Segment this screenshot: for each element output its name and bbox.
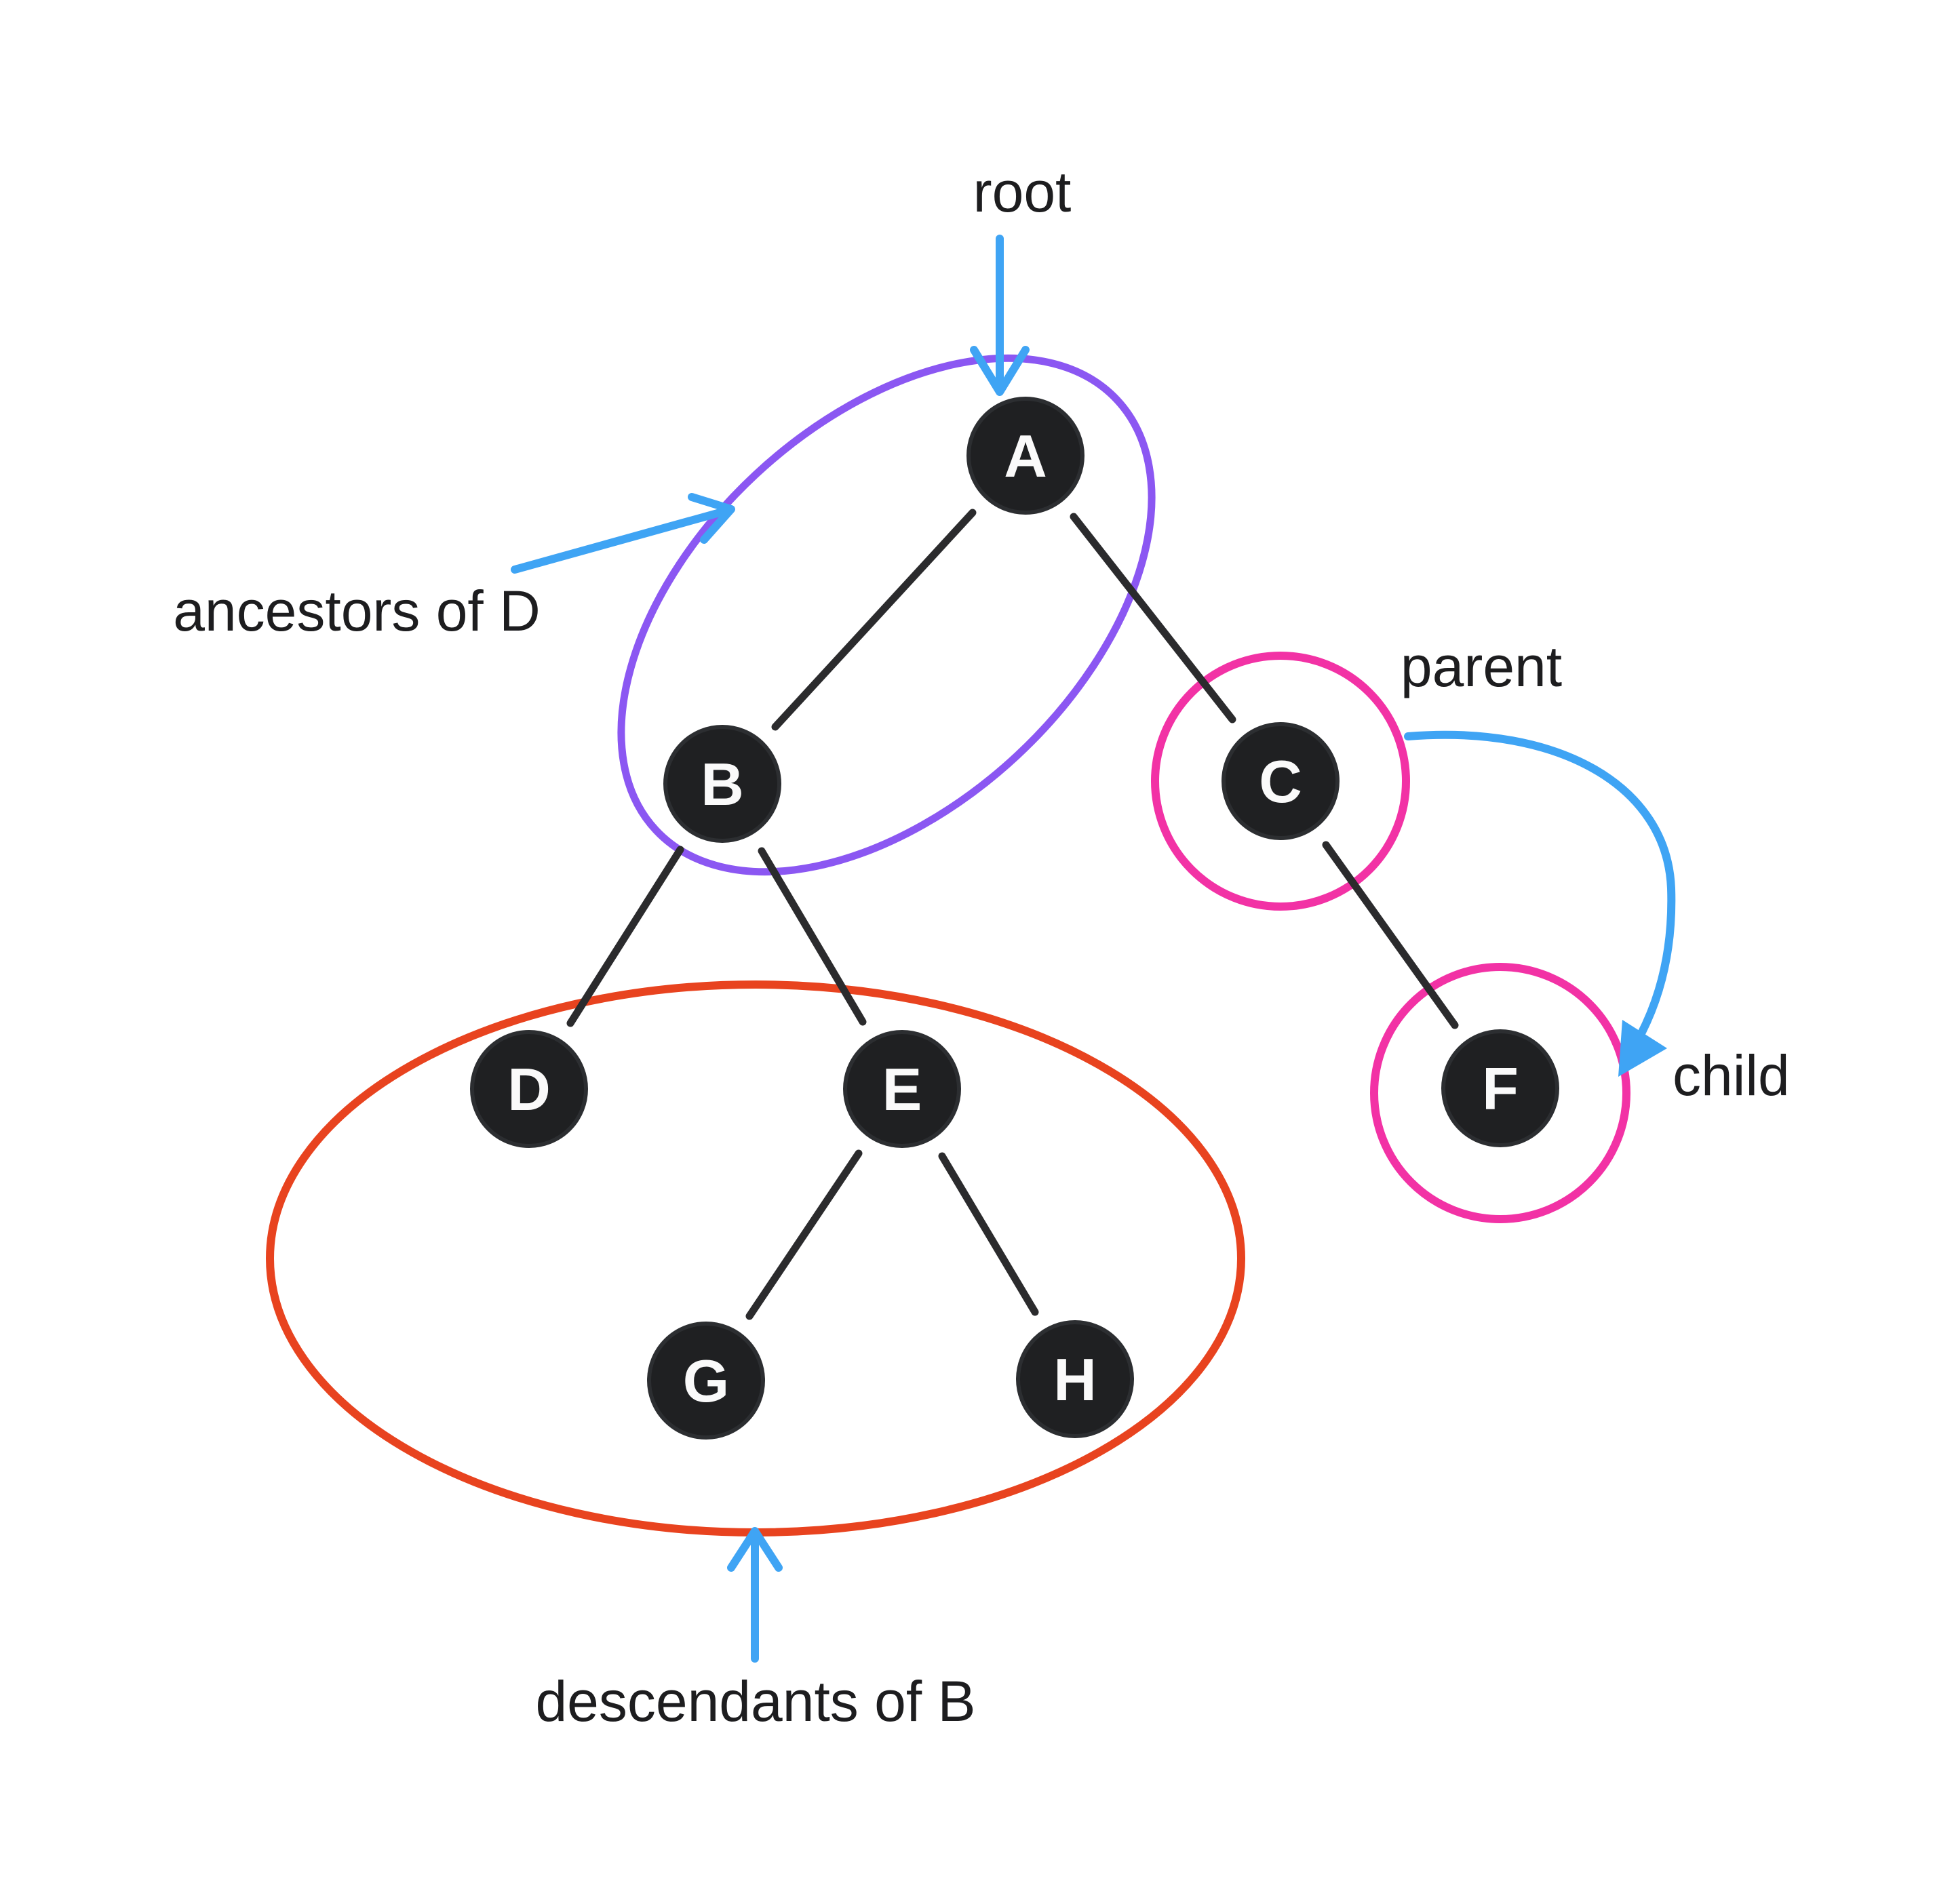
parent-child-arrow	[1404, 730, 1676, 1077]
annotation-arrows	[511, 235, 1676, 1663]
node-g-circle	[647, 1322, 765, 1440]
node-h-circle	[1016, 1320, 1134, 1438]
node-b-circle	[663, 725, 781, 843]
node-a-circle	[966, 397, 1085, 515]
node-c-label: C	[1259, 748, 1302, 815]
tree-node-b: B	[663, 725, 781, 843]
edge-b-d	[566, 846, 684, 1027]
edge-b-e	[758, 847, 867, 1026]
node-f-circle	[1441, 1029, 1559, 1147]
annotation-labels: root ancestors of D parent child descend…	[173, 160, 1790, 1733]
tree-node-f: F	[1441, 1029, 1559, 1147]
edge-a-c	[1070, 513, 1236, 723]
parent-circle	[1151, 652, 1410, 911]
child-label: child	[1673, 1044, 1790, 1107]
edge-e-g	[745, 1149, 863, 1320]
tree-node-h: H	[1016, 1320, 1134, 1438]
edge-c-f	[1322, 841, 1459, 1029]
tree-node-g: G	[647, 1322, 765, 1440]
descendants-arrowhead-icon	[727, 1527, 783, 1572]
root-arrowhead-icon	[970, 346, 1030, 396]
tree-node-c: C	[1222, 722, 1340, 840]
node-e-circle	[843, 1030, 961, 1148]
ancestors-arrow	[511, 493, 735, 574]
node-b-label: B	[701, 751, 744, 818]
tree-node-d: D	[470, 1030, 588, 1148]
child-circle	[1370, 963, 1630, 1223]
node-d-circle	[470, 1030, 588, 1148]
edge-a-b	[771, 509, 977, 731]
root-arrow	[970, 235, 1030, 396]
node-c-circle	[1222, 722, 1340, 840]
ancestors-ellipse	[617, 354, 1156, 876]
parent-label: parent	[1401, 635, 1562, 698]
node-e-label: E	[882, 1056, 922, 1123]
tree-nodes: A B C D E F G H	[470, 397, 1559, 1440]
node-a-label: A	[1004, 422, 1047, 490]
tree-edges	[566, 509, 1459, 1320]
root-label: root	[973, 160, 1072, 224]
node-h-label: H	[1053, 1346, 1097, 1413]
node-g-label: G	[683, 1347, 729, 1414]
descendants-ellipse	[266, 980, 1245, 1536]
descendants-label: descendants of B	[535, 1669, 975, 1733]
tree-node-a: A	[966, 397, 1085, 515]
grouping-shapes	[266, 354, 1630, 1536]
ancestors-arrowhead-icon	[688, 493, 735, 544]
parent-child-arrowhead-icon	[1618, 1020, 1667, 1077]
node-f-label: F	[1482, 1055, 1519, 1122]
node-d-label: D	[507, 1056, 551, 1123]
descendants-arrow	[727, 1527, 783, 1663]
tree-node-e: E	[843, 1030, 961, 1148]
edge-e-h	[938, 1152, 1039, 1316]
ancestors-label: ancestors of D	[173, 579, 541, 643]
